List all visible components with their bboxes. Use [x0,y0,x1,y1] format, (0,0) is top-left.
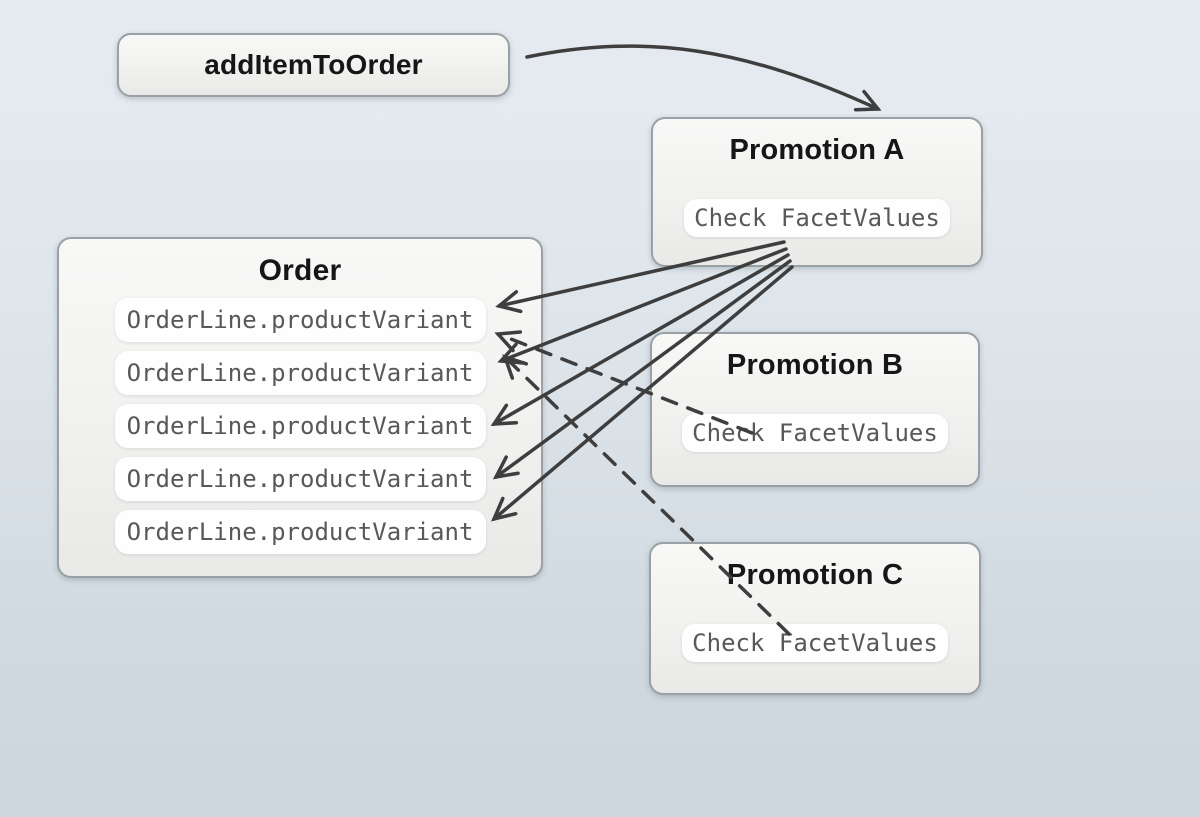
arrow-additem-to-promotion-a [525,44,882,112]
add-item-to-order-label: addItemToOrder [204,49,423,80]
promotion-b-title: Promotion B [726,349,904,381]
promotion-b-condition-chip: Check FacetValues [682,414,948,452]
promotion-c-title: Promotion C [726,559,904,591]
node-promotion-b: Promotion B Check FacetValues [650,332,980,487]
promotion-a-title: Promotion A [729,134,905,166]
promotion-a-condition-chip: Check FacetValues [684,199,950,237]
order-line-chip: OrderLine.productVariant [114,298,486,342]
order-lines-list: OrderLine.productVariant OrderLine.produ… [59,298,541,554]
order-line-chip: OrderLine.productVariant [114,510,486,554]
node-promotion-c: Promotion C Check FacetValues [649,542,981,695]
promotion-c-condition-chip: Check FacetValues [682,624,948,662]
order-line-chip: OrderLine.productVariant [114,351,486,395]
node-order: Order OrderLine.productVariant OrderLine… [57,237,543,578]
node-promotion-a: Promotion A Check FacetValues [651,117,983,267]
order-line-chip: OrderLine.productVariant [114,404,486,448]
order-title: Order [258,254,342,287]
node-add-item-to-order: addItemToOrder [117,33,510,97]
order-line-chip: OrderLine.productVariant [114,457,486,501]
